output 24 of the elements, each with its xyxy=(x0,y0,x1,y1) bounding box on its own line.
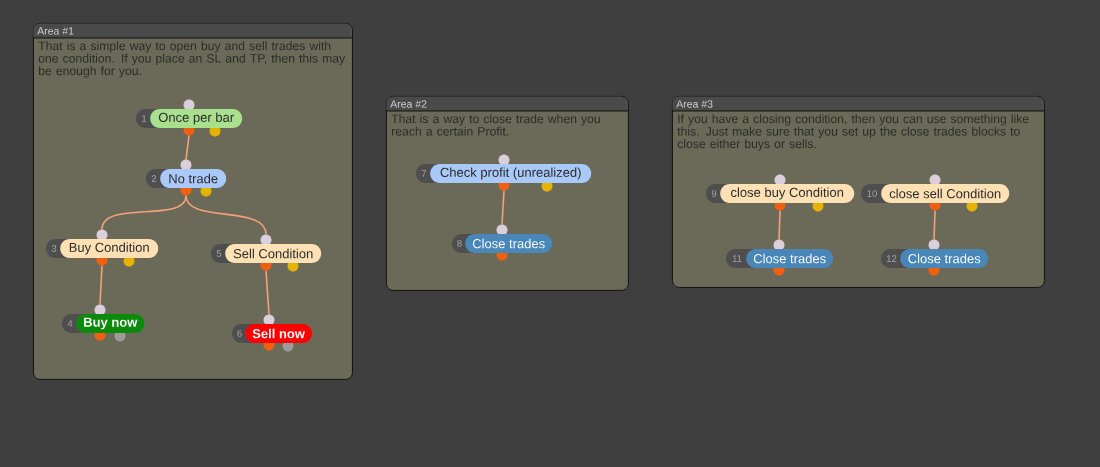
connector xyxy=(265,269,270,316)
connector xyxy=(99,264,103,306)
connector xyxy=(778,209,781,241)
panel-header: Area #2 xyxy=(385,96,629,112)
block-label: close buy Condition xyxy=(720,184,855,203)
block-label: Close trades xyxy=(900,249,989,268)
block-label: Sell now xyxy=(245,324,312,343)
connector xyxy=(185,134,190,161)
block-label: Sell Condition xyxy=(225,244,322,263)
block-label: Close trades xyxy=(465,234,553,253)
connector xyxy=(185,194,267,236)
block-label: Buy now xyxy=(76,314,145,333)
connector xyxy=(501,189,505,226)
connector xyxy=(933,209,936,241)
panel-header: Area #1 xyxy=(32,23,353,39)
block-label: close sell Condition xyxy=(881,184,1010,203)
block-label: Buy Condition xyxy=(60,239,159,258)
block-label: Once per bar xyxy=(150,109,243,128)
connector xyxy=(101,194,187,231)
block-label: Check profit (unrealized) xyxy=(430,164,592,183)
block-label: Close trades xyxy=(746,249,834,268)
description-text: If you have a closing condition, then you can use something like this. Just make sure that you set up the close trades blocks to close either buys or sells. xyxy=(677,114,1029,151)
panel-header: Area #3 xyxy=(671,96,1045,112)
block-label: No trade xyxy=(160,169,227,188)
